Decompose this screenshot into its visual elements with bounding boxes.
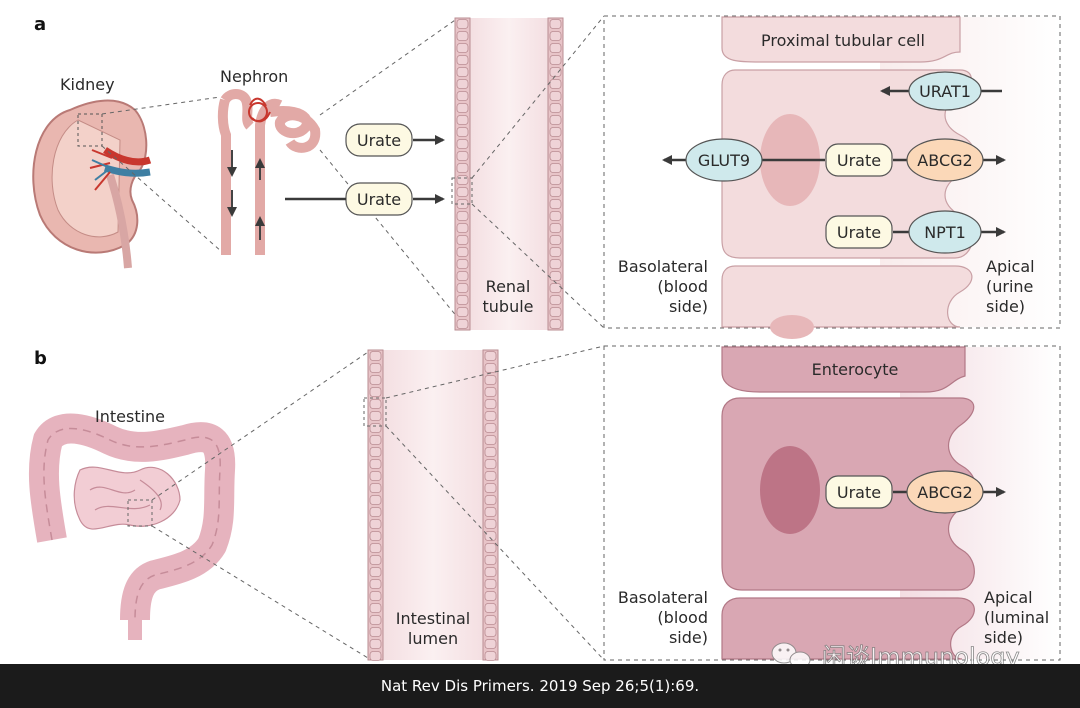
urate-pill-1: Urate bbox=[345, 123, 413, 157]
zoom-line bbox=[385, 425, 605, 661]
urate-pill-npt1: Urate bbox=[825, 215, 893, 249]
zoom-line bbox=[151, 525, 369, 659]
urat1-transporter: URAT1 bbox=[908, 71, 982, 111]
apical-label-a-3: side) bbox=[986, 297, 1025, 316]
figure-svg: a Kidney Nephron Urate Urate bbox=[28, 14, 1061, 671]
zoom-line bbox=[471, 203, 605, 329]
watermark-text: 闲谈Immunology bbox=[822, 643, 1020, 664]
renal-tubule bbox=[451, 17, 564, 331]
svg-text:Urate: Urate bbox=[837, 151, 881, 170]
apical-label-b-2: (luminal bbox=[984, 608, 1049, 627]
zoom-line bbox=[471, 15, 605, 179]
basolateral-label-b-3: side) bbox=[669, 628, 708, 647]
zoom-line bbox=[101, 96, 221, 115]
apical-label-a-1: Apical bbox=[986, 257, 1035, 276]
svg-text:ABCG2: ABCG2 bbox=[917, 151, 972, 170]
basolateral-label-a-2: (blood bbox=[657, 277, 708, 296]
svg-text:Urate: Urate bbox=[357, 190, 401, 209]
zoom-line bbox=[101, 145, 223, 253]
apical-label-b-1: Apical bbox=[984, 588, 1033, 607]
kidney-illustration bbox=[32, 99, 152, 269]
tubule-label-line2: tubule bbox=[483, 297, 534, 316]
svg-text:Urate: Urate bbox=[837, 483, 881, 502]
lumen-label-line2: lumen bbox=[408, 629, 458, 648]
lumen-label-line1: Intestinal bbox=[396, 609, 470, 628]
urate-pill-b: Urate bbox=[825, 475, 893, 509]
abcg2-transporter: ABCG2 bbox=[906, 138, 984, 182]
svg-text:NPT1: NPT1 bbox=[924, 223, 966, 242]
abcg2-transporter-b: ABCG2 bbox=[906, 470, 984, 514]
apical-label-a-2: (urine bbox=[986, 277, 1033, 296]
intestine-illustration bbox=[28, 413, 236, 640]
basolateral-label-a-3: side) bbox=[669, 297, 708, 316]
svg-text:Urate: Urate bbox=[357, 131, 401, 150]
figure: a Kidney Nephron Urate Urate bbox=[0, 0, 1080, 671]
panel-a-letter: a bbox=[34, 14, 46, 35]
tubule-label-line1: Renal bbox=[486, 277, 531, 296]
zoom-line bbox=[385, 345, 605, 399]
nephron-illustration bbox=[217, 89, 321, 255]
svg-text:Urate: Urate bbox=[837, 223, 881, 242]
caption: Nat Rev Dis Primers. 2019 Sep 26;5(1):69… bbox=[0, 664, 1080, 708]
svg-text:URAT1: URAT1 bbox=[919, 82, 971, 101]
zoom-line bbox=[319, 149, 459, 319]
enterocyte-label: Enterocyte bbox=[812, 360, 899, 379]
urate-pill-abcg2: Urate bbox=[825, 143, 893, 177]
basolateral-label-a-1: Basolateral bbox=[618, 257, 708, 276]
kidney-label: Kidney bbox=[60, 75, 115, 94]
svg-text:ABCG2: ABCG2 bbox=[917, 483, 972, 502]
basolateral-label-b-2: (blood bbox=[657, 608, 708, 627]
zoom-line bbox=[319, 17, 459, 116]
intestinal-lumen bbox=[363, 349, 499, 661]
apical-label-b-3: side) bbox=[984, 628, 1023, 647]
basolateral-label-b-1: Basolateral bbox=[618, 588, 708, 607]
intestine-label: Intestine bbox=[95, 407, 165, 426]
panel-b-letter: b bbox=[34, 348, 47, 369]
svg-text:GLUT9: GLUT9 bbox=[698, 151, 750, 170]
urate-pill-2: Urate bbox=[345, 182, 413, 216]
proximal-cell-label: Proximal tubular cell bbox=[761, 31, 925, 50]
zoom-line bbox=[151, 351, 369, 501]
npt1-transporter: NPT1 bbox=[908, 210, 982, 254]
nephron-label: Nephron bbox=[220, 67, 288, 86]
glut9-transporter: GLUT9 bbox=[685, 138, 763, 182]
